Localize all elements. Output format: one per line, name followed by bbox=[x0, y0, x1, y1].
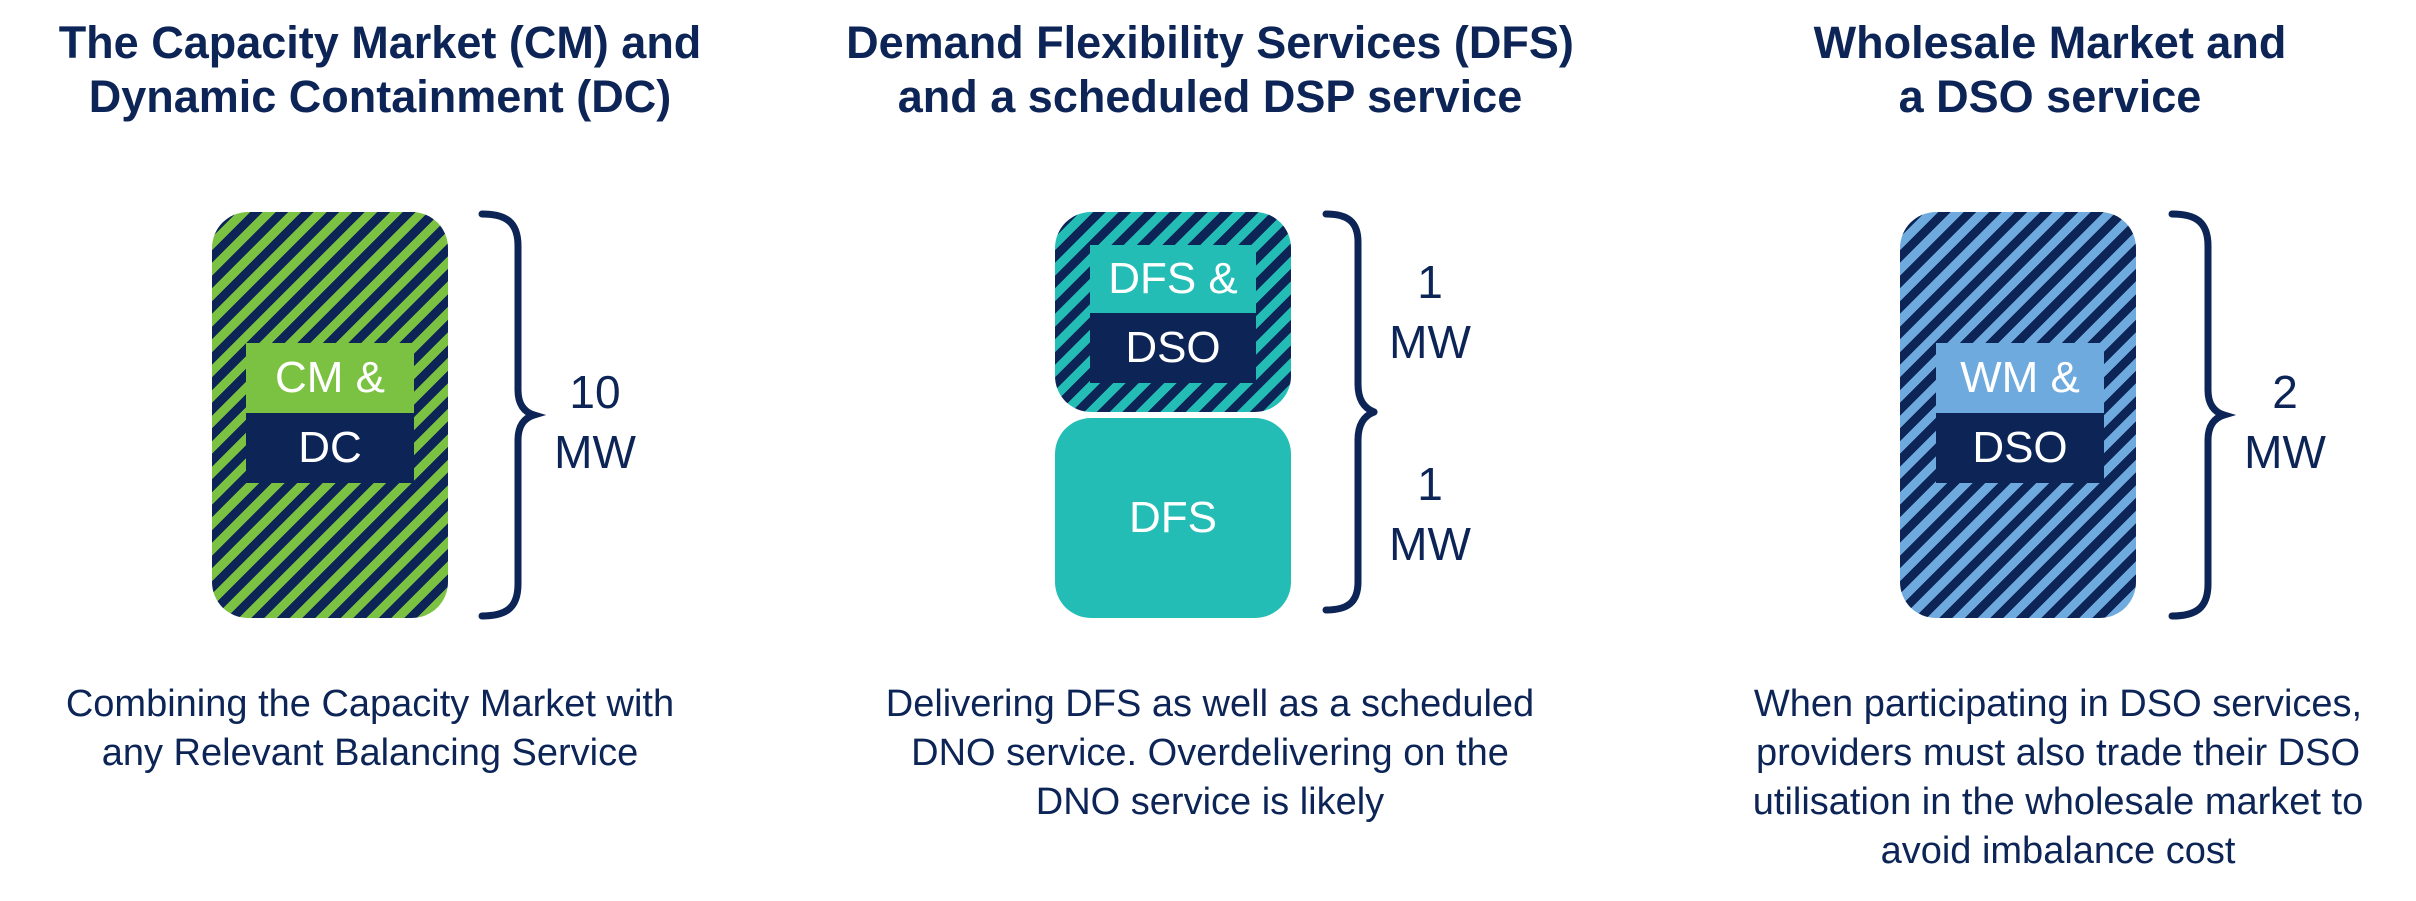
panel-3-caption-line-3: utilisation in the wholesale market to bbox=[1752, 781, 2364, 823]
panel-2-lower-capacity-unit: MW bbox=[1389, 518, 1471, 570]
panel-3-caption-line-1: When participating in DSO services, bbox=[1753, 683, 2363, 725]
panel-1-title-line-2: Dynamic Containment (DC) bbox=[88, 71, 672, 122]
panel-2-lower-capacity-value: 1 bbox=[1417, 458, 1443, 510]
panel-2-lower-capacity: 1 MW bbox=[1380, 454, 1480, 574]
panel-3-title-line-1: Wholesale Market and bbox=[1813, 17, 2287, 68]
panel-3-title-line-2: a DSO service bbox=[1898, 71, 2202, 122]
panel-2-lower-bracket bbox=[1322, 408, 1378, 614]
panel-3-capacity: 2 MW bbox=[2235, 362, 2335, 482]
panel-3-caption-line-4: avoid imbalance cost bbox=[1880, 830, 2236, 872]
panel-2-upper-capacity-value: 1 bbox=[1417, 256, 1443, 308]
panel-2-upper-capacity: 1 MW bbox=[1380, 252, 1480, 372]
cm-dc-label-top: CM & bbox=[246, 343, 414, 413]
panel-1-caption-line-1: Combining the Capacity Market with bbox=[65, 683, 675, 725]
wm-dso-label-top: WM & bbox=[1936, 343, 2104, 413]
panel-2-title-line-2: and a scheduled DSP service bbox=[897, 71, 1523, 122]
dfs-dso-label-top: DFS & bbox=[1090, 245, 1256, 313]
panel-1-caption: Combining the Capacity Market with any R… bbox=[0, 680, 740, 778]
panel-3-caption-line-2: providers must also trade their DSO bbox=[1755, 732, 2360, 774]
panel-1-capacity-unit: MW bbox=[554, 426, 636, 478]
panel-2-caption-line-1: Delivering DFS as well as a scheduled bbox=[885, 683, 1535, 725]
panel-2-upper-capacity-unit: MW bbox=[1389, 316, 1471, 368]
panel-3-capacity-unit: MW bbox=[2244, 426, 2326, 478]
panel-1-title: The Capacity Market (CM) and Dynamic Con… bbox=[0, 16, 760, 124]
panel-2-caption: Delivering DFS as well as a scheduled DN… bbox=[800, 680, 1620, 827]
panel-1-bracket bbox=[478, 210, 547, 620]
wm-dso-label-bottom: DSO bbox=[1936, 413, 2104, 483]
dfs-block bbox=[1055, 418, 1291, 618]
panel-3-bracket bbox=[2168, 210, 2237, 620]
panel-3-title: Wholesale Market and a DSO service bbox=[1680, 16, 2416, 124]
dfs-label: DFS bbox=[1129, 493, 1217, 542]
panel-1-capacity: 10 MW bbox=[545, 362, 645, 482]
panel-2-caption-line-3: DNO service is likely bbox=[1035, 781, 1385, 823]
panel-2-title-line-1: Demand Flexibility Services (DFS) bbox=[846, 17, 1574, 68]
panel-2-caption-line-2: DNO service. Overdelivering on the bbox=[911, 732, 1509, 774]
dfs-dso-label-bottom: DSO bbox=[1090, 313, 1256, 383]
panel-1-title-line-1: The Capacity Market (CM) and bbox=[58, 17, 702, 68]
panel-2-upper-bracket bbox=[1322, 210, 1378, 416]
panel-3-capacity-value: 2 bbox=[2272, 366, 2298, 418]
cm-dc-label-bottom: DC bbox=[246, 413, 414, 483]
panel-1-caption-line-2: any Relevant Balancing Service bbox=[101, 732, 639, 774]
panel-3-caption: When participating in DSO services, prov… bbox=[1700, 680, 2416, 876]
panel-2-title: Demand Flexibility Services (DFS) and a … bbox=[820, 16, 1600, 124]
panel-1-capacity-value: 10 bbox=[569, 366, 621, 418]
